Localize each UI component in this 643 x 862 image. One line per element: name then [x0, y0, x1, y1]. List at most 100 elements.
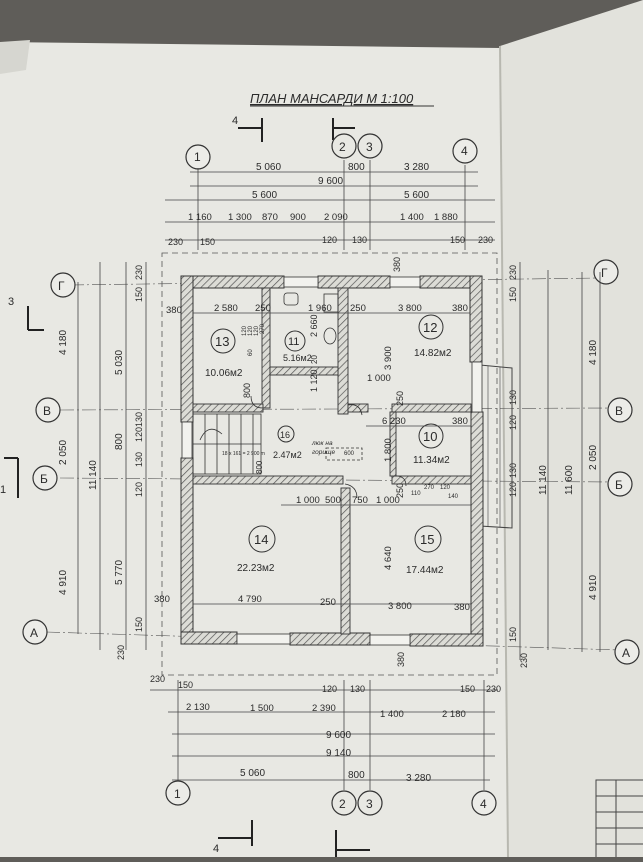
section-label-1-left: 1 — [0, 484, 6, 496]
dim-in-3800b: 3 800 — [388, 601, 412, 612]
axis-bubbles-bottom — [165, 780, 497, 816]
roof-outline-dashed — [161, 252, 498, 676]
axis-label-g-right: Г — [601, 266, 608, 280]
axis-bubble-1-bottom — [165, 780, 191, 806]
dim-top-130: 130 — [352, 235, 367, 245]
axis-label-v-left: В — [43, 404, 51, 418]
section-label-4-top: 4 — [232, 115, 238, 127]
dim-left-11140: 11 140 — [88, 460, 99, 490]
dim-in-270b: 270 — [260, 323, 266, 334]
room-14-number: 14 — [254, 532, 268, 547]
room-15-number: 15 — [420, 532, 434, 547]
room-11-number: 11 — [288, 336, 299, 348]
staircase — [192, 413, 262, 475]
dim-in-60: 60 — [248, 349, 254, 356]
dim-left-120a: 120 — [134, 427, 144, 442]
dim-left-800: 800 — [114, 433, 125, 450]
dim-in-120x: 120 — [242, 325, 248, 336]
dim-left-150b: 150 — [134, 617, 144, 632]
dim-in-500a: 500 — [325, 495, 341, 506]
dim-top-150a: 150 — [200, 237, 215, 247]
paper-sheet-right — [500, 0, 643, 857]
dim-in-4640: 4 640 — [383, 546, 394, 570]
hatch-size: 600 — [344, 451, 355, 457]
axis-bubbles-top — [185, 133, 478, 170]
section-mark-1-left — [4, 457, 19, 498]
dim-left-230a: 230 — [134, 265, 144, 280]
dim-in-120: 120 — [440, 485, 451, 491]
axis-label-b-right: Б — [615, 478, 623, 492]
dim-top-120: 120 — [322, 235, 337, 245]
dim-in-380d: 380 — [154, 594, 170, 605]
dim-left-130a: 130 — [134, 412, 144, 427]
exterior-walls — [180, 275, 484, 647]
section-mark-4-top — [238, 118, 263, 142]
dim-right-230b: 230 — [519, 653, 529, 668]
dim-in-250a: 250 — [255, 303, 271, 314]
dim-top-1300: 1 300 — [228, 212, 252, 223]
section-mark-4-bottom — [218, 820, 253, 846]
room-16-area: 2.47м2 — [273, 450, 302, 460]
axis-bubble-g-left — [50, 272, 76, 298]
dim-in-380a: 380 — [452, 303, 468, 314]
dim-top-230a: 230 — [168, 237, 183, 247]
room-10-area: 11.34м2 — [413, 455, 450, 466]
dim-right-230a: 230 — [508, 265, 518, 280]
dim-bot-150b: 150 — [460, 684, 475, 694]
axis-label-1-bottom: 1 — [174, 787, 181, 801]
hatch-note-1: люк на — [311, 440, 333, 447]
dim-bot-1500: 1 500 — [250, 703, 274, 714]
room-13-area: 10.06м2 — [205, 368, 243, 379]
dim-in-3800a: 3 800 — [398, 303, 422, 314]
dim-in-250e: 250 — [320, 597, 336, 608]
inner-dimension-lines — [193, 312, 471, 605]
dim-left-130b: 130 — [134, 452, 144, 467]
dim-left-2050: 2 050 — [58, 440, 69, 465]
dim-left-5770: 5 770 — [114, 560, 125, 585]
axis-bubble-v-right — [607, 397, 633, 423]
axis-bubble-2-bottom — [331, 790, 357, 816]
dim-bot-9140: 9 140 — [326, 748, 351, 759]
dim-top-900: 900 — [290, 212, 306, 223]
dim-left-150a: 150 — [134, 287, 144, 302]
dim-top-9600: 9 600 — [318, 176, 343, 187]
dim-in-140: 140 — [448, 494, 459, 500]
room-14-area: 22.23м2 — [237, 563, 275, 574]
dim-bot-150a: 150 — [178, 680, 193, 690]
dim-in-380e: 380 — [454, 602, 470, 613]
axis-bubble-4-bottom — [471, 790, 497, 816]
section-label-3-left: 3 — [8, 296, 14, 308]
dim-right-130b: 130 — [508, 463, 518, 478]
dim-in-250c: 250 — [395, 391, 405, 406]
axis-label-4-top: 4 — [461, 144, 468, 158]
dim-in-1000a: 1 000 — [367, 373, 391, 384]
dim-left-4180: 4 180 — [58, 330, 69, 355]
dim-top-5600b: 5 600 — [404, 190, 429, 201]
axis-bubble-a-left — [22, 619, 48, 645]
dim-top-1400: 1 400 — [400, 212, 424, 223]
dim-in-20: 20 — [310, 355, 319, 364]
dim-in-380top: 380 — [392, 257, 402, 272]
dim-top-5060: 5 060 — [256, 162, 281, 173]
dim-top-800: 800 — [348, 162, 365, 173]
axis-bubble-b-right — [607, 471, 633, 497]
dim-bot-2130: 2 130 — [186, 702, 210, 713]
axis-bubble-3-top — [357, 133, 383, 159]
axis-bubble-a-right — [614, 639, 640, 665]
axis-label-2-bottom: 2 — [339, 797, 346, 811]
dim-in-120y: 120 — [248, 325, 254, 336]
right-dimension-lines — [519, 262, 601, 660]
dim-right-4910: 4 910 — [588, 575, 599, 600]
dim-left-5030: 5 030 — [114, 350, 125, 375]
dim-in-750: 750 — [352, 495, 368, 506]
axis-bubble-2-top — [331, 133, 357, 159]
paper-edge — [0, 40, 30, 74]
room-15-area: 17.44м2 — [406, 565, 444, 576]
dim-in-2580: 2 580 — [214, 303, 238, 314]
dim-in-1960: 1 960 — [308, 303, 332, 314]
dim-in-250d: 250 — [395, 483, 405, 498]
dim-bot-120: 120 — [322, 684, 337, 694]
dim-top-1160: 1 160 — [188, 212, 212, 223]
axis-label-g-left: Г — [58, 279, 65, 293]
